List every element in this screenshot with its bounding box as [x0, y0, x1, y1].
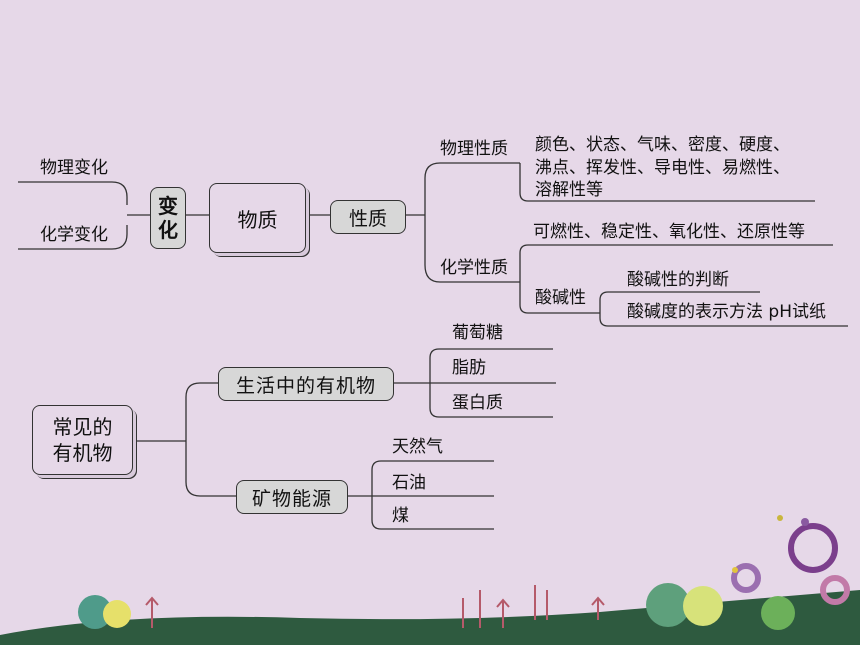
physical-properties-line-2: 沸点、挥发性、导电性、易燃性、	[535, 158, 790, 178]
tree-icon-3	[591, 596, 605, 620]
dot-icon	[777, 515, 783, 521]
label-physical-change: 物理变化	[40, 158, 108, 178]
bush-green	[646, 583, 690, 627]
bush-yellow	[103, 600, 131, 628]
label-acid-base-degree: 酸碱度的表示方法 pH试纸	[627, 302, 826, 322]
connector-physical-props	[424, 162, 520, 215]
connector-chemical-change	[18, 225, 128, 250]
label-acid-base-judge: 酸碱性的判断	[627, 270, 729, 290]
physical-properties-line-3: 溶解性等	[535, 180, 603, 200]
connector-gas	[371, 460, 494, 496]
bush-lime	[683, 586, 723, 626]
connector-energy	[185, 441, 236, 497]
connector-acid-degree	[599, 313, 848, 327]
node-matter: 物质	[209, 183, 306, 253]
label-chemical-properties: 化学性质	[440, 258, 508, 278]
tree-icon	[145, 596, 159, 628]
item-natural-gas: 天然气	[392, 437, 443, 457]
dot-icon-2	[732, 567, 738, 573]
connector-glucose	[429, 348, 553, 383]
organics-title-line-1: 常见的	[52, 415, 113, 439]
connector-protein	[429, 383, 553, 418]
label-physical-properties: 物理性质	[440, 139, 508, 159]
tree-icon-2	[496, 598, 510, 628]
connector-acid-base	[519, 282, 600, 314]
swirl-icon-2	[731, 563, 761, 593]
connector-physical-props-text	[519, 163, 815, 202]
bush-green-2	[761, 596, 795, 630]
node-mineral-energy: 矿物能源	[236, 480, 348, 514]
connector-chemical-items	[519, 244, 833, 282]
grass-icon	[462, 590, 481, 628]
chemical-properties-items: 可燃性、稳定性、氧化性、还原性等	[533, 222, 805, 242]
connector-coal	[371, 496, 494, 530]
swirl-icon	[788, 523, 838, 573]
item-protein: 蛋白质	[452, 393, 503, 413]
connector-acid-judge	[599, 291, 760, 313]
dot-icon-3	[801, 518, 809, 526]
swirl-icon-3	[820, 575, 850, 605]
connector-life	[185, 382, 218, 441]
grass-icon-2	[534, 585, 548, 620]
node-properties: 性质	[330, 200, 406, 234]
organics-title-line-2: 有机物	[52, 441, 113, 465]
label-chemical-change: 化学变化	[40, 225, 108, 245]
item-coal: 煤	[392, 506, 409, 526]
physical-properties-line-1: 颜色、状态、气味、密度、硬度、	[535, 135, 790, 155]
ground-hill	[0, 590, 860, 645]
node-change: 变 化	[150, 187, 186, 249]
connector-chemical-props	[424, 215, 520, 283]
item-fat: 脂肪	[452, 358, 486, 378]
item-petroleum: 石油	[392, 473, 426, 493]
decorative-scenery	[0, 515, 860, 645]
item-glucose: 葡萄糖	[452, 323, 503, 343]
node-common-organics: 常见的 有机物	[32, 405, 133, 475]
node-life-organics: 生活中的有机物	[218, 367, 394, 401]
bush-teal	[78, 595, 112, 629]
connector-physical-change	[18, 181, 128, 205]
label-acid-base: 酸碱性	[535, 288, 586, 308]
